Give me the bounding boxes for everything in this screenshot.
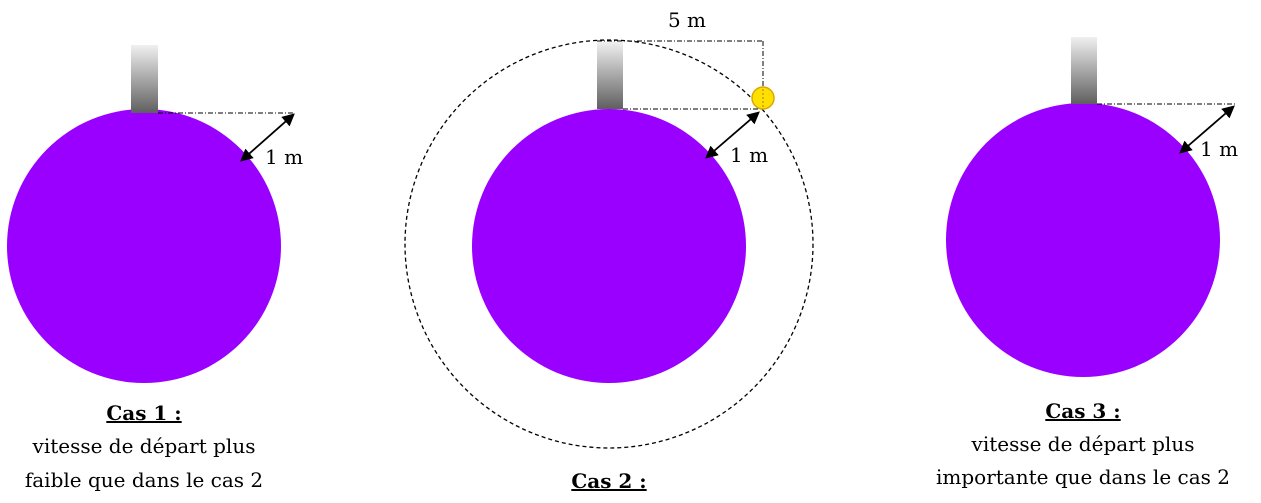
caption-line2-case-3: importante que dans le cas 2 (936, 465, 1230, 489)
tower-case-1 (131, 45, 158, 113)
distance-arrow-case-1 (240, 113, 295, 162)
distance-label-case-2: 1 m (730, 143, 768, 167)
case-3-group: 1 m Cas 3 : vitesse de départ plus impor… (936, 37, 1238, 489)
distance-label-case-3: 1 m (1200, 137, 1238, 161)
tower-case-2 (597, 42, 623, 109)
caption-line1-case-3: vitesse de départ plus (971, 432, 1195, 456)
top-label-case-2: 5 m (668, 8, 706, 32)
case-2-group: 5 m 1 m Cas 2 : (404, 8, 814, 493)
caption-line1-case-1: vitesse de départ plus (32, 434, 256, 458)
satellite-case-2 (751, 86, 775, 110)
caption-title-case-3: Cas 3 : (1045, 399, 1120, 423)
planet-case-3 (946, 103, 1220, 377)
distance-arrow-case-2 (705, 111, 760, 159)
tower-case-3 (1071, 37, 1097, 104)
planet-case-2 (472, 109, 746, 383)
caption-title-case-1: Cas 1 : (106, 401, 181, 425)
orbit-path-case-2 (404, 39, 814, 449)
planet-case-1 (7, 109, 281, 383)
caption-title-case-2: Cas 2 : (571, 469, 646, 493)
case-1-group: 1 m Cas 1 : vitesse de départ plus faibl… (7, 45, 303, 492)
caption-line2-case-1: faible que dans le cas 2 (25, 468, 263, 492)
distance-arrow-case-3 (1179, 105, 1235, 154)
distance-label-case-1: 1 m (265, 145, 303, 169)
